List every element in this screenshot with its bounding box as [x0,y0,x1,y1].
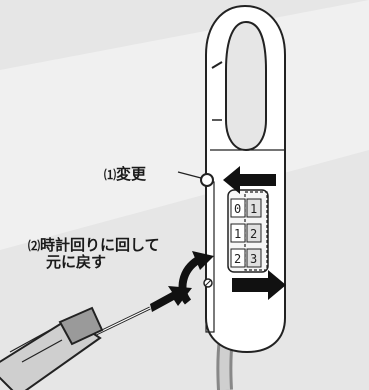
label-change: ⑴変更 [104,165,147,183]
leader-line [177,171,202,179]
dial-window: 0 1 1 2 2 3 [227,189,269,273]
dial-2-right: 2 [250,227,257,241]
clip-opening [225,20,267,152]
label-rotate: ⑵時計回りに回して 元に戻す [28,236,160,272]
screwdriver-icon [0,306,151,390]
pointer-arrow-icon [150,286,192,312]
label-rotate-number: ⑵ [28,239,41,253]
reset-button [200,173,214,187]
dial-1-right: 1 [250,202,257,216]
dial-3-left: 2 [234,252,241,266]
curved-arrow-icon [178,251,214,305]
dial-3-right: 3 [250,252,257,266]
label-change-number: ⑴ [104,168,117,182]
dial-1-left: 0 [234,202,241,216]
label-rotate-line1: 時計回りに回して [40,236,160,254]
label-rotate-line2: 元に戻す [46,253,107,272]
arrow-left-icon [223,166,276,194]
background-stripe [0,0,369,250]
label-change-text: 変更 [116,165,147,183]
arrow-right-icon [232,270,286,300]
dial-2-left: 1 [234,227,241,241]
